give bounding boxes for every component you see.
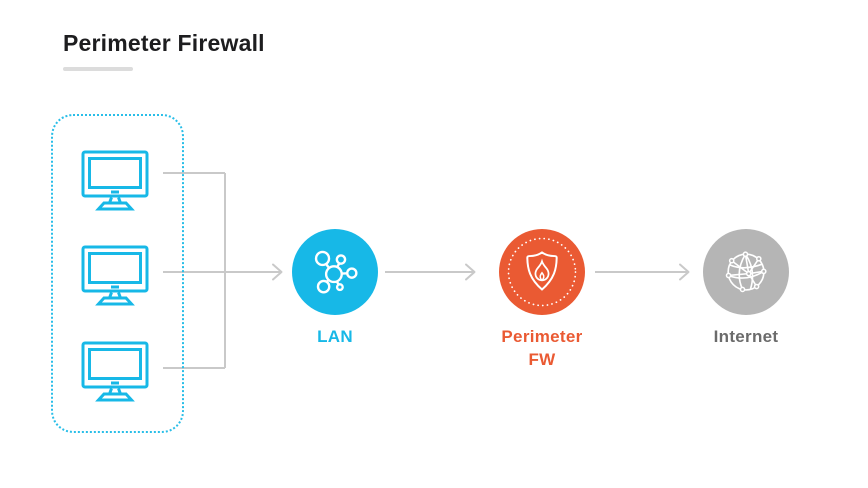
dotted-ring — [507, 237, 577, 307]
globe-icon — [725, 251, 767, 293]
lan-circle — [292, 229, 378, 315]
perimeter-fw-label: Perimeter FW — [501, 327, 583, 369]
flame-icon — [534, 258, 550, 282]
internet-circle — [703, 229, 789, 315]
perimeter-fw-node: Perimeter FW — [472, 229, 612, 372]
lan-node: LAN — [265, 229, 405, 349]
arrow-fw-to-internet — [595, 263, 690, 281]
monitor-icon — [81, 245, 149, 306]
network-icon — [314, 250, 358, 294]
perimeter-fw-circle — [499, 229, 585, 315]
page-title: Perimeter Firewall — [63, 30, 265, 56]
shield-flame-icon — [526, 251, 558, 291]
workstations-group-border — [51, 114, 184, 433]
workstation-bus-lines — [163, 172, 280, 369]
monitor-icon — [81, 341, 149, 402]
title-underline — [63, 67, 133, 71]
internet-label: Internet — [713, 327, 779, 346]
lan-label: LAN — [317, 327, 353, 346]
arrow-lan-to-fw — [385, 263, 476, 281]
monitor-icon — [81, 150, 149, 211]
arrow-bus-to-lan — [272, 263, 283, 281]
internet-node: Internet — [676, 229, 816, 349]
